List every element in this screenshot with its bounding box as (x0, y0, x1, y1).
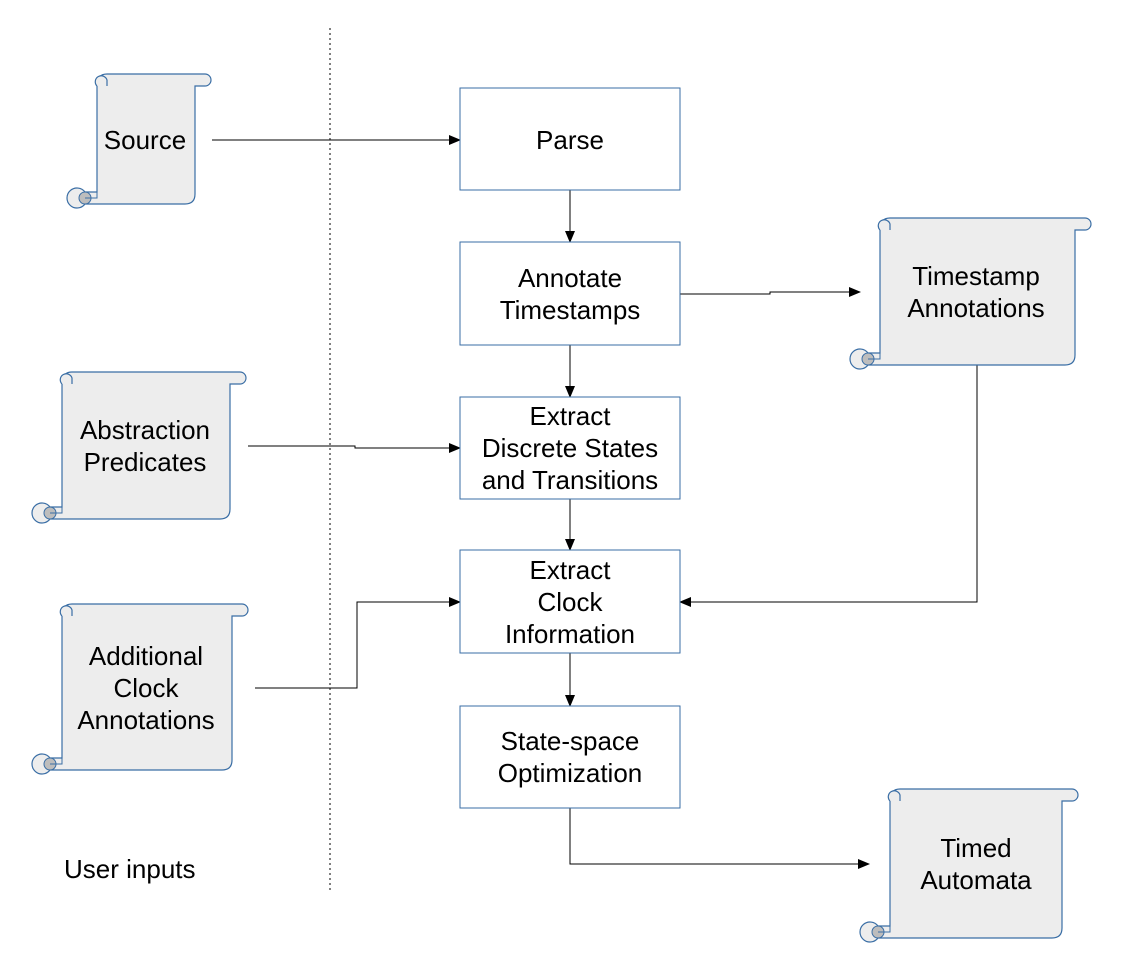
scroll-source (66, 73, 212, 209)
label-line: Source (104, 125, 186, 155)
label-line: State-space (501, 726, 640, 756)
label-line: Automata (920, 865, 1032, 895)
arrow-clock-annotations-to-extract-clock (255, 597, 461, 689)
label-line: Timed (940, 833, 1011, 863)
label-line: Optimization (498, 758, 643, 788)
input-source-label: Source (104, 125, 186, 155)
document-scrolls (31, 73, 1092, 943)
label-line: Clock (113, 673, 179, 703)
label-line: and Transitions (482, 465, 658, 495)
arrow-timestamp-annotations-to-extract-clock (679, 365, 978, 607)
label-line: Extract (530, 555, 612, 585)
label-line: Annotations (907, 293, 1044, 323)
label-line: Information (505, 619, 635, 649)
label-line: Annotate (518, 263, 622, 293)
user-inputs-label: User inputs (64, 854, 196, 884)
label-line: Timestamp (912, 261, 1040, 291)
step-parse: Parse (459, 87, 681, 191)
label-line: Clock (537, 587, 603, 617)
arrow-optimization-to-timed-automata (569, 808, 870, 869)
label-line: Extract (530, 401, 612, 431)
connectors (212, 135, 978, 869)
label-line: Additional (89, 641, 203, 671)
label-line: Timestamps (500, 295, 641, 325)
scroll-clock-annotations (31, 603, 249, 775)
arrow-predicates-to-extract-states (248, 443, 461, 453)
scroll-abstraction-predicates (31, 371, 247, 524)
arrow-annotate-to-timestamp-annotations (680, 287, 861, 297)
label-line: Discrete States (482, 433, 658, 463)
label-line: Parse (536, 125, 604, 155)
label-line: Predicates (84, 447, 207, 477)
label-line: Abstraction (80, 415, 210, 445)
scroll-timestamp-annotations (849, 217, 1092, 370)
svg-text:Parse: Parse (536, 125, 604, 155)
label-line: Annotations (77, 705, 214, 735)
scroll-timed-automata (859, 788, 1079, 943)
